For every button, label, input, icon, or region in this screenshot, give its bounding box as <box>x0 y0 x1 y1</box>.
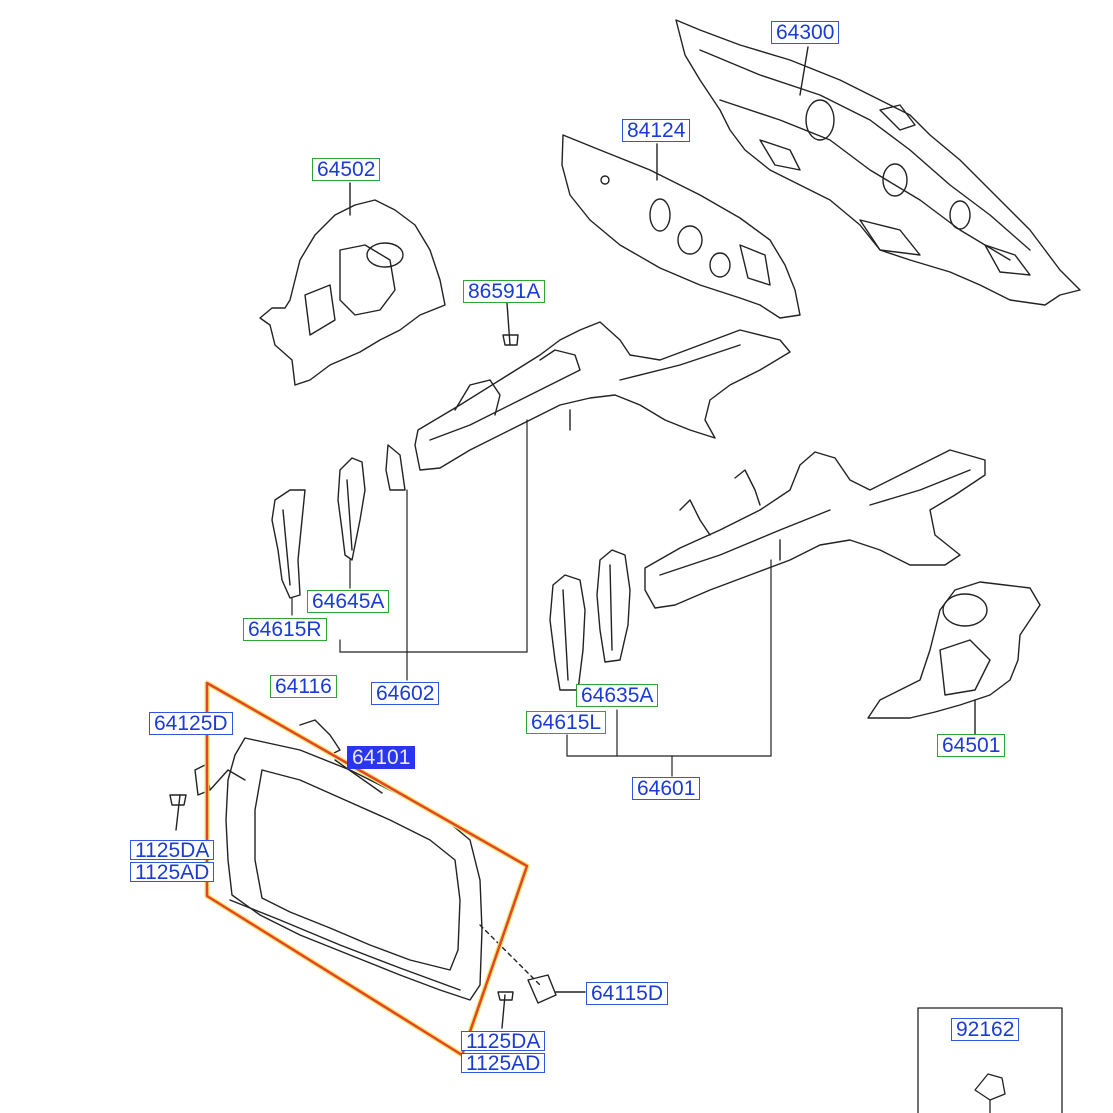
part-label-64101-selected[interactable]: 64101 <box>347 746 416 769</box>
part-label-64601[interactable]: 64601 <box>632 777 701 800</box>
wheel-apron-64502 <box>259 182 446 386</box>
dash-panel-64300 <box>675 19 1081 306</box>
bracket-64635A <box>596 549 631 663</box>
part-label-64501[interactable]: 64501 <box>937 734 1006 757</box>
part-label-1125AD-left[interactable]: 1125AD <box>130 862 215 883</box>
part-label-64502[interactable]: 64502 <box>312 158 381 181</box>
part-label-64125D[interactable]: 64125D <box>149 712 233 735</box>
part-label-92162[interactable]: 92162 <box>951 1018 1020 1041</box>
leader-lines-left-group <box>291 419 528 681</box>
part-label-64635A[interactable]: 64635A <box>576 684 659 707</box>
part-label-1125DA-right[interactable]: 1125DA <box>461 1031 546 1052</box>
part-label-84124[interactable]: 84124 <box>622 119 691 142</box>
part-label-64615R[interactable]: 64615R <box>243 618 327 641</box>
part-label-64300[interactable]: 64300 <box>771 21 840 44</box>
reinforcement-64615R <box>271 489 306 599</box>
part-label-64615L[interactable]: 64615L <box>526 711 607 734</box>
part-label-64645A[interactable]: 64645A <box>307 590 390 613</box>
reinforcement-64615L <box>549 574 586 691</box>
leader-lines-right-group <box>566 559 772 777</box>
part-label-64602[interactable]: 64602 <box>371 682 440 705</box>
bracket-64645A <box>337 457 366 561</box>
selection-highlight-outline <box>204 680 530 1058</box>
side-member-64602 <box>385 321 791 491</box>
bolt-86591A <box>502 302 519 346</box>
inset-box-92162 <box>917 1007 1063 1113</box>
part-label-64116[interactable]: 64116 <box>270 675 337 698</box>
part-label-64115D[interactable]: 64115D <box>586 982 669 1005</box>
side-member-64601 <box>644 449 986 609</box>
part-label-1125AD-right[interactable]: 1125AD <box>461 1053 546 1074</box>
part-label-86591A[interactable]: 86591A <box>463 280 546 303</box>
insulator-pad-84124 <box>561 134 801 319</box>
wheel-apron-64501 <box>867 581 1041 736</box>
part-label-1125DA-left[interactable]: 1125DA <box>130 840 215 861</box>
